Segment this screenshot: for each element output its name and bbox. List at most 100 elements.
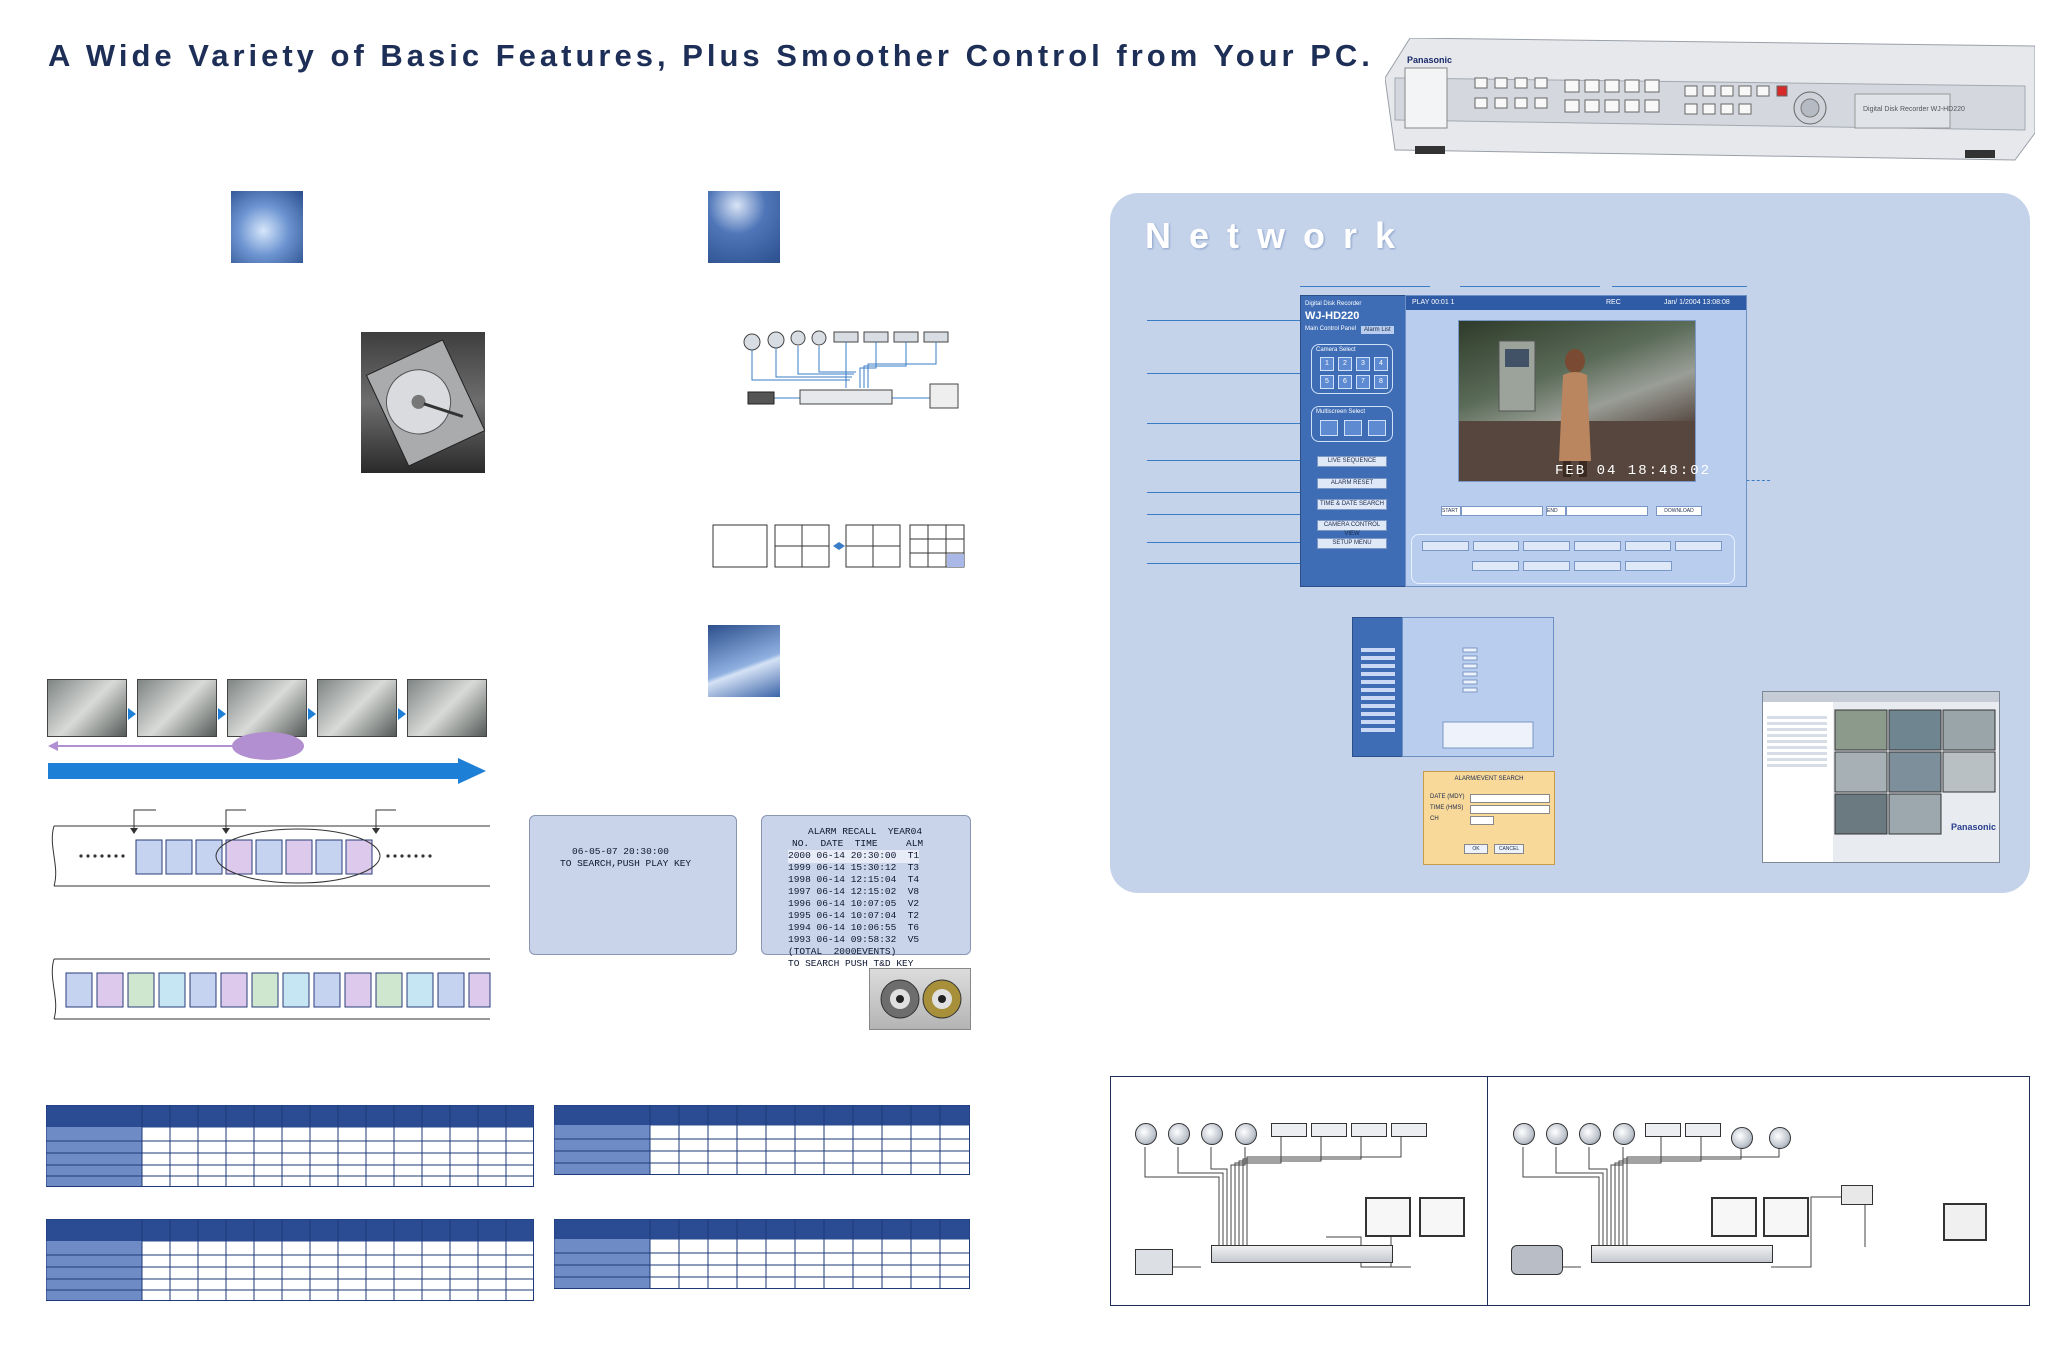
record-button[interactable] bbox=[1472, 561, 1519, 571]
nine-screen-icon[interactable] bbox=[1344, 420, 1362, 436]
step-back-button[interactable] bbox=[1523, 541, 1571, 551]
fast-forward-button[interactable] bbox=[1624, 541, 1672, 551]
multiscreen-select-label: Multiscreen Select bbox=[1316, 409, 1366, 415]
monitor-icon bbox=[1365, 1197, 1411, 1237]
callout-line bbox=[1147, 542, 1300, 543]
page-headline: A Wide Variety of Basic Features, Plus S… bbox=[48, 38, 1374, 73]
box-camera-icon bbox=[1645, 1123, 1681, 1137]
dome-camera-icon bbox=[1201, 1123, 1223, 1145]
dome-camera-icon bbox=[1168, 1123, 1190, 1145]
camera-3-button[interactable]: 3 bbox=[1356, 357, 1370, 371]
camera-7-button[interactable]: 7 bbox=[1356, 375, 1370, 389]
multiscreen-monitor-icon bbox=[1419, 1197, 1465, 1237]
rewind-button[interactable] bbox=[1422, 541, 1469, 551]
ceiling-camera-icon bbox=[1731, 1127, 1753, 1149]
alarm-search-cancel-button[interactable]: CANCEL bbox=[1494, 844, 1524, 854]
callout-line bbox=[1147, 373, 1300, 374]
camera-live-view bbox=[1458, 320, 1696, 482]
recorder-icon bbox=[1211, 1245, 1393, 1263]
alarm-search-ch-label: CH bbox=[1430, 816, 1439, 822]
multiscreen-select-group: Multiscreen Select bbox=[1311, 406, 1393, 442]
device-model: Digital Disk Recorder WJ-HD220 bbox=[1863, 106, 1965, 113]
alarm-search-date-input[interactable] bbox=[1470, 794, 1550, 803]
callout-line bbox=[1147, 514, 1300, 515]
camera-2-button[interactable]: 2 bbox=[1338, 357, 1352, 371]
camera-5-button[interactable]: 5 bbox=[1320, 375, 1334, 389]
panel-icon-thumbnail bbox=[708, 625, 780, 697]
multiscreen-monitor-icon bbox=[1763, 1197, 1809, 1237]
status-date: Jan/ 1/2004 13:08:08 bbox=[1664, 299, 1730, 306]
sequence-arrows bbox=[48, 708, 486, 784]
alarm-osd-line: 1999 06-14 15:30:12 T3 bbox=[788, 862, 920, 873]
hard-disk-photo bbox=[361, 332, 486, 473]
tab-main-control-panel[interactable]: Main Control Panel bbox=[1305, 326, 1357, 332]
setup-menu-button[interactable]: SETUP MENU bbox=[1317, 538, 1387, 549]
alarm-osd-line: 2000 06-14 20:30:00 T1 bbox=[788, 850, 920, 863]
dome-camera-icon bbox=[1613, 1123, 1635, 1145]
time-date-search-button[interactable]: TIME & DATE SEARCH bbox=[1317, 499, 1387, 510]
ui-status-bar bbox=[1406, 296, 1746, 310]
disc-icon-thumbnail bbox=[231, 191, 303, 263]
alarm-search-dialog: ALARM/EVENT SEARCH DATE (MDY) TIME (HMS)… bbox=[1423, 771, 1555, 865]
laptop-icon bbox=[1841, 1185, 1873, 1205]
live-sequence-button[interactable]: LIVE SEQUENCE bbox=[1317, 456, 1387, 467]
callout-line bbox=[1300, 286, 1430, 287]
camera-6-button[interactable]: 6 bbox=[1338, 375, 1352, 389]
system-controller-icon bbox=[1511, 1245, 1563, 1275]
alarm-osd-line: 1998 06-14 12:15:04 T4 bbox=[788, 874, 920, 885]
device-brand: Panasonic bbox=[1407, 55, 1453, 65]
ui-model: WJ-HD220 bbox=[1305, 310, 1360, 322]
play-button[interactable] bbox=[1574, 561, 1621, 571]
alarm-search-date-label: DATE (MDY) bbox=[1430, 794, 1465, 800]
start-field[interactable] bbox=[1461, 506, 1543, 516]
step-forward-button[interactable] bbox=[1574, 541, 1621, 551]
viewer-brand: Panasonic bbox=[1951, 822, 1997, 832]
alarm-osd-line: NO. DATE TIME ALM bbox=[792, 838, 924, 849]
alarm-search-ch-select[interactable] bbox=[1470, 816, 1494, 825]
web-ui-sidebar: Digital Disk Recorder WJ-HD220 Main Cont… bbox=[1300, 295, 1407, 587]
callout-line bbox=[1147, 563, 1300, 564]
dome-camera-icon bbox=[1513, 1123, 1535, 1145]
sixteen-screen-icon[interactable] bbox=[1368, 420, 1386, 436]
recording-timeline-2 bbox=[51, 958, 491, 1020]
download-button[interactable]: DOWNLOAD bbox=[1656, 506, 1702, 516]
tab-alarm-list[interactable]: Alarm List bbox=[1361, 326, 1394, 334]
camera-4-button[interactable]: 4 bbox=[1374, 357, 1388, 371]
reverse-play-button[interactable] bbox=[1472, 541, 1520, 551]
alarm-search-time-input[interactable] bbox=[1470, 805, 1550, 814]
quad-screen-icon[interactable] bbox=[1320, 420, 1338, 436]
ui-brand: Digital Disk Recorder bbox=[1305, 301, 1362, 307]
camera-select-group: Camera Select 1 2 3 4 5 6 7 8 bbox=[1311, 344, 1393, 394]
system-wiring bbox=[1144, 1135, 1866, 1268]
next-button[interactable] bbox=[1675, 541, 1723, 551]
camera-select-label: Camera Select bbox=[1316, 347, 1356, 353]
spec-table-1 bbox=[46, 1105, 534, 1187]
alarm-reset-button[interactable]: ALARM RESET bbox=[1317, 478, 1387, 489]
recording-timeline-1 bbox=[51, 809, 490, 887]
alarm-recall-osd-screen: ALARM RECALL YEAR04 NO. DATE TIME ALM 20… bbox=[761, 815, 971, 969]
search-osd-date: 06-05-07 20:30:00 bbox=[572, 846, 669, 857]
pause-button[interactable] bbox=[1625, 561, 1672, 571]
system-configuration-box bbox=[1110, 1076, 2030, 1306]
box-camera-icon bbox=[1391, 1123, 1427, 1137]
network-title: Network bbox=[1145, 215, 1414, 256]
end-label: END bbox=[1546, 506, 1566, 516]
camera-control-view-button[interactable]: CAMERA CONTROL VIEW bbox=[1317, 520, 1387, 537]
search-osd-hint: TO SEARCH,PUSH PLAY KEY bbox=[560, 858, 692, 869]
start-label: START bbox=[1441, 506, 1461, 516]
stop-button[interactable] bbox=[1523, 561, 1570, 571]
camera-1-button[interactable]: 1 bbox=[1320, 357, 1334, 371]
search-osd-screen: 06-05-07 20:30:00 TO SEARCH,PUSH PLAY KE… bbox=[529, 815, 737, 955]
camera-8-button[interactable]: 8 bbox=[1374, 375, 1388, 389]
alarm-osd-line: 1996 06-14 10:07:05 V2 bbox=[788, 898, 920, 909]
alarm-osd-line: (TOTAL 2000EVENTS) bbox=[788, 946, 897, 957]
alarm-search-ok-button[interactable]: OK bbox=[1464, 844, 1488, 854]
recorder-device-photo: Panasonic Digital Disk Recorder WJ-HD220 bbox=[1384, 37, 2036, 163]
box-camera-icon bbox=[1351, 1123, 1387, 1137]
alarm-search-title: ALARM/EVENT SEARCH bbox=[1454, 776, 1524, 782]
dome-camera-icon bbox=[1546, 1123, 1568, 1145]
alarm-osd-line: ALARM RECALL YEAR04 bbox=[808, 826, 923, 837]
end-field[interactable] bbox=[1566, 506, 1648, 516]
callout-line bbox=[1147, 320, 1300, 321]
sequence-frame-1 bbox=[47, 679, 127, 737]
